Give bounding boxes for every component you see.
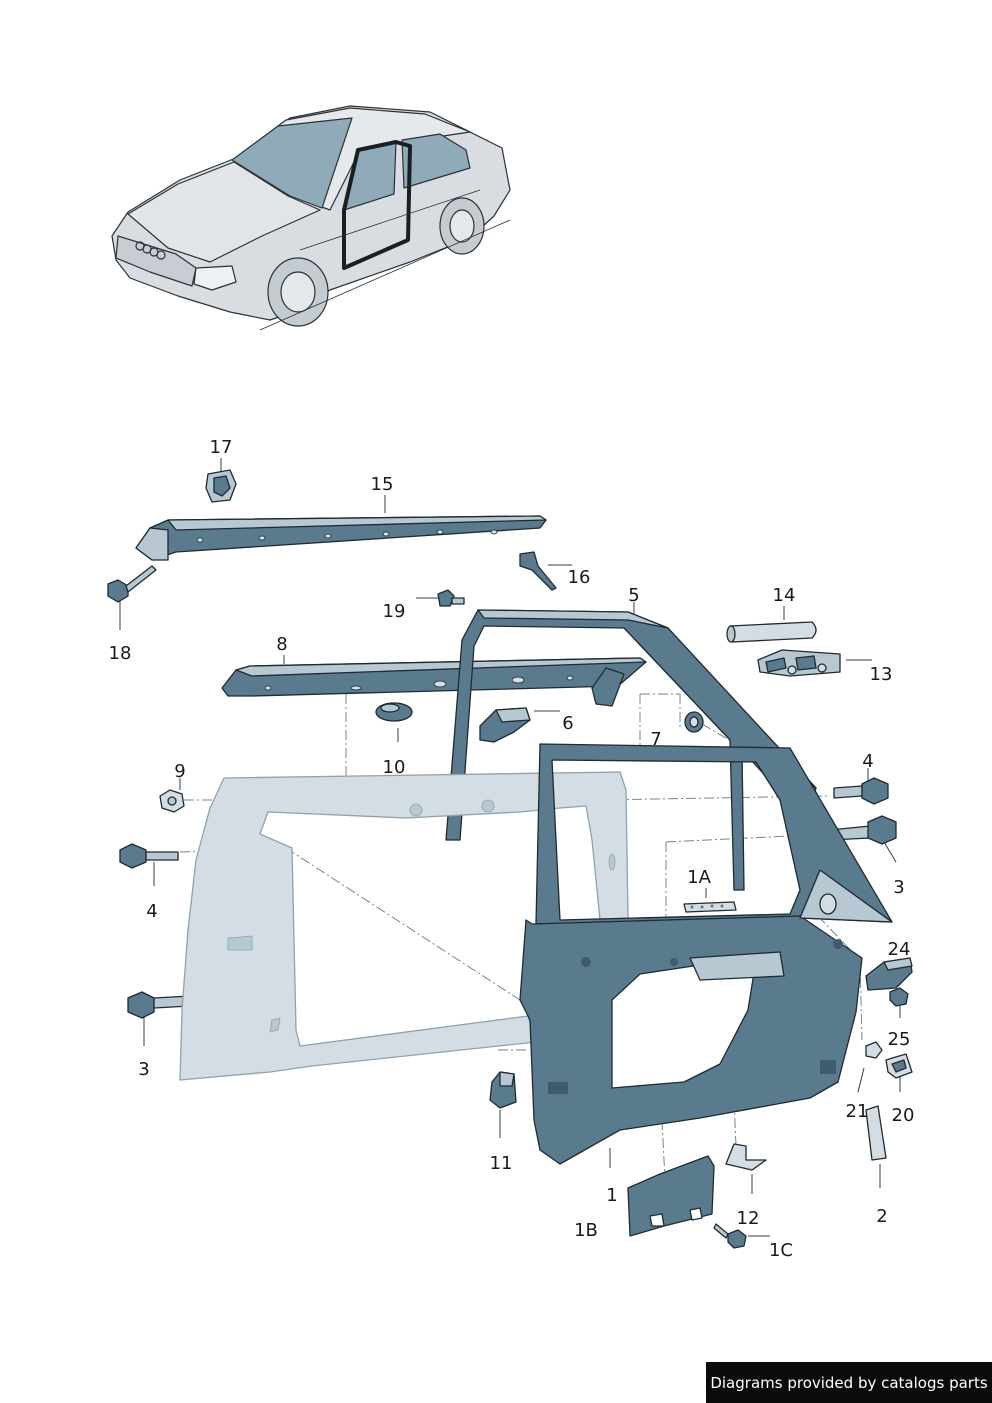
car-illustration (111, 105, 511, 331)
callout-1C: 1C (768, 1240, 794, 1261)
callout-10: 10 (382, 757, 406, 778)
callout-1B: 1B (574, 1220, 598, 1241)
callout-13: 13 (869, 664, 893, 685)
part-20-clip (885, 1053, 913, 1079)
callout-5: 5 (628, 585, 640, 606)
callout-3-right: 3 (893, 877, 905, 898)
part-7-grommet (684, 711, 704, 733)
part-3-bolt-left (127, 991, 191, 1019)
callout-3-left: 3 (138, 1059, 150, 1080)
callout-2: 2 (876, 1206, 888, 1227)
part-16-pin (519, 551, 557, 591)
callout-14: 14 (772, 585, 796, 606)
callout-4-right: 4 (862, 751, 874, 772)
callout-21: 21 (845, 1101, 869, 1122)
part-14-buffer (726, 621, 817, 643)
part-19-screw (437, 589, 465, 607)
callout-20: 20 (891, 1105, 915, 1126)
part-13-holder (757, 649, 841, 677)
part-6-bracket (479, 707, 531, 743)
watermark-banner: Diagrams provided by catalogs parts (706, 1362, 992, 1403)
callout-18: 18 (108, 643, 132, 664)
part-2-wedge (865, 1105, 887, 1161)
part-1-door-shell (519, 743, 893, 1165)
car-grille (115, 235, 197, 287)
callout-9: 9 (174, 761, 186, 782)
part-25-screw (889, 987, 909, 1007)
part-1B-cover-plate (627, 1155, 715, 1237)
callout-25: 25 (887, 1029, 911, 1050)
callout-24: 24 (887, 939, 911, 960)
callout-17: 17 (209, 437, 233, 458)
part-4-bolt-left (119, 843, 179, 869)
part-24-bracket (865, 957, 913, 991)
callout-1: 1 (606, 1185, 618, 1206)
part-15-sill-trim (135, 515, 547, 561)
callout-6: 6 (562, 713, 574, 734)
car-windshield (231, 117, 353, 209)
part-10-plug (375, 702, 413, 722)
car-front-door-seal (342, 140, 412, 270)
part-9-nut (159, 789, 185, 813)
part-4-bolt-right (833, 777, 889, 805)
callout-15: 15 (370, 474, 394, 495)
part-17-clip (205, 469, 237, 503)
callout-11: 11 (489, 1153, 513, 1174)
callout-19: 19 (382, 601, 406, 622)
part-1A-strip (683, 901, 737, 913)
part-1C-screw (713, 1223, 747, 1249)
callout-1A: 1A (687, 867, 711, 888)
callout-4-left: 4 (146, 901, 158, 922)
car-headlight (193, 265, 237, 291)
car-rear-window (401, 133, 471, 189)
part-8-cover-strip (221, 657, 647, 707)
callout-12: 12 (736, 1208, 760, 1229)
part-18-screw (107, 565, 157, 603)
car-hood (127, 161, 321, 263)
part-21-nut (865, 1041, 883, 1059)
callout-16: 16 (567, 567, 591, 588)
callout-7: 7 (650, 729, 662, 750)
part-12-bracket (725, 1143, 767, 1171)
part-11-buffer (489, 1071, 517, 1109)
callout-8: 8 (276, 634, 288, 655)
